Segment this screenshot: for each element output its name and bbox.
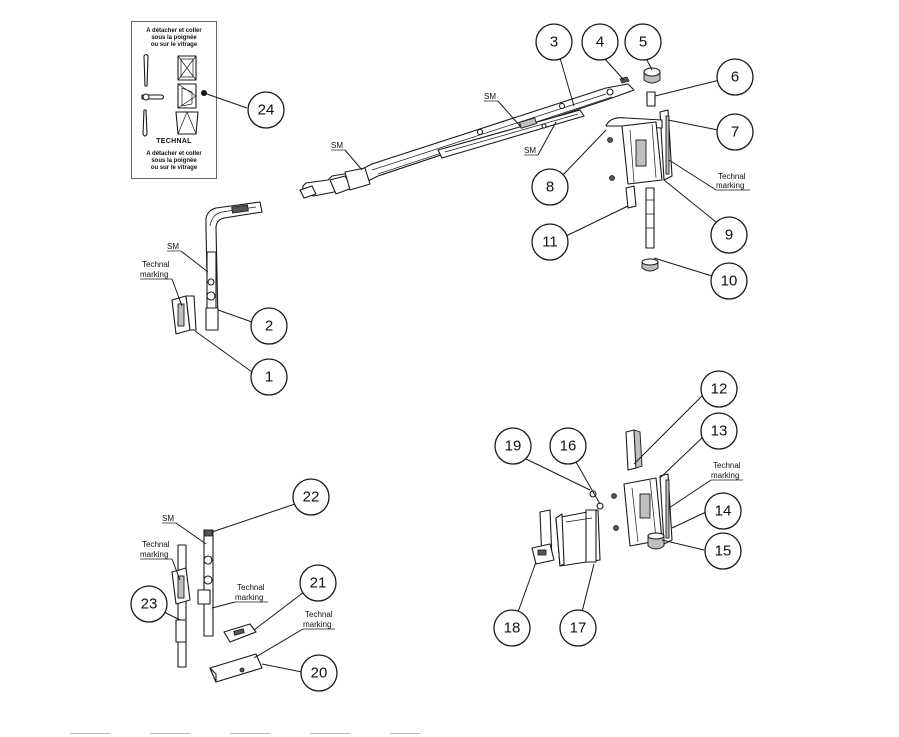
svg-text:12: 12: [711, 381, 728, 398]
callout-23: 23: [130, 585, 168, 623]
bottom-dash-3: [230, 733, 270, 734]
callout-7: 7: [716, 113, 754, 151]
hinge-pin-10: [645, 187, 655, 249]
technal-tag-top-right: Technal: [718, 172, 746, 181]
svg-text:13: 13: [711, 423, 728, 440]
callout-6: 6: [716, 58, 754, 96]
label-top-line-1: A détacher et coller: [146, 28, 202, 34]
marking-tag-lock-right: marking: [303, 620, 331, 629]
svg-text:15: 15: [715, 543, 732, 560]
callout-5: 5: [624, 23, 662, 61]
callout-3: 3: [535, 23, 573, 61]
svg-text:21: 21: [310, 575, 327, 592]
svg-text:14: 14: [715, 503, 732, 520]
handle-vertical-icon: [143, 53, 149, 87]
stay-arm-assembly: [299, 83, 635, 199]
label-card-icons: [141, 53, 199, 137]
svg-text:5: 5: [639, 34, 647, 51]
callout-22: 22: [292, 478, 330, 516]
callout-20: 20: [300, 654, 338, 692]
callout-15: 15: [704, 532, 742, 570]
callout-1: 1: [250, 358, 288, 396]
bottom-dash-5: [390, 733, 420, 734]
marking-tag-lock-left: marking: [140, 550, 168, 559]
technal-tag-lock-right: Technal: [305, 610, 333, 619]
svg-text:17: 17: [570, 620, 587, 637]
corner-drive-assembly: [171, 201, 263, 335]
bushing-6: [646, 91, 656, 107]
svg-text:10: 10: [721, 273, 738, 290]
callout-bubbles: 1 2 3 4 5 6 7 8 9 10 11 12 13 14 15 16 1…: [130, 23, 754, 692]
svg-text:3: 3: [550, 34, 558, 51]
callout-4: 4: [581, 23, 619, 61]
svg-text:24: 24: [258, 102, 275, 119]
label-bottom-line-2: sous la poignée: [151, 158, 197, 164]
svg-text:23: 23: [141, 596, 158, 613]
lock-bar-23: [177, 544, 187, 668]
label-bottom-line-3: ou sur le vitrage: [150, 165, 198, 171]
marking-tag-top-right: marking: [716, 181, 744, 190]
label-bottom-line-1: A détacher et coller: [146, 151, 202, 157]
callout-9: 9: [710, 216, 748, 254]
technal-tag-corner: Technal: [142, 260, 170, 269]
callout-21: 21: [299, 564, 337, 602]
sm-tag-arm-bottom: SM: [524, 146, 536, 155]
bottom-dash-2: [150, 733, 190, 734]
svg-text:6: 6: [731, 69, 739, 86]
marking-tag-corner: marking: [140, 270, 168, 279]
plate-11: [625, 185, 637, 209]
callout-2: 2: [250, 307, 288, 345]
marking-tag-bottom-right: marking: [711, 471, 739, 480]
sm-tag-arm-left: SM: [331, 141, 343, 150]
handle-pivot-icon: [142, 93, 150, 101]
callout-16: 16: [549, 427, 587, 465]
label-top-line-3: ou sur le vitrage: [150, 42, 198, 48]
bottom-dash-4: [310, 733, 350, 734]
window-turn-icon: [177, 83, 197, 109]
technal-tag-bottom-right: Technal: [713, 461, 741, 470]
callout-11: 11: [531, 223, 569, 261]
sm-tag-arm-top: SM: [484, 92, 496, 101]
svg-text:11: 11: [542, 234, 558, 251]
bottom-hinge-assembly: [531, 429, 673, 567]
svg-text:16: 16: [560, 438, 577, 455]
marking-tag-lock-mid: marking: [235, 593, 263, 602]
callout-19: 19: [494, 427, 532, 465]
callout-10: 10: [710, 262, 748, 300]
label-brand-logo: TECHNAL: [156, 138, 192, 145]
lock-keep-assembly: [171, 529, 263, 683]
callout-8: 8: [531, 168, 569, 206]
handle-down-icon: [142, 109, 148, 137]
technal-tag-lock-mid: Technal: [237, 583, 265, 592]
bottom-dash-1: [70, 733, 110, 734]
sm-tag-lock: SM: [162, 514, 174, 523]
svg-text:8: 8: [546, 179, 554, 196]
screw-4: [619, 76, 630, 84]
callout-14: 14: [704, 492, 742, 530]
label-top-line-2: sous la poignée: [151, 35, 197, 41]
svg-text:4: 4: [596, 34, 604, 51]
callout-18: 18: [493, 609, 531, 647]
svg-text:1: 1: [265, 369, 273, 386]
callout-13: 13: [700, 412, 738, 450]
callout-24: 24: [247, 91, 285, 129]
stay-arm-slider: [437, 109, 585, 159]
svg-text:9: 9: [725, 227, 733, 244]
svg-text:19: 19: [505, 438, 522, 455]
svg-text:2: 2: [265, 318, 273, 335]
svg-text:18: 18: [504, 620, 521, 637]
sm-tag-corner: SM: [167, 242, 179, 251]
callout-12: 12: [700, 370, 738, 408]
svg-text:22: 22: [303, 489, 320, 506]
top-hinge-assembly: [605, 67, 673, 272]
technal-tag-lock-left: Technal: [142, 540, 170, 549]
svg-text:7: 7: [731, 124, 739, 141]
callout-17: 17: [559, 609, 597, 647]
svg-text:20: 20: [311, 665, 328, 682]
callout-leaders: [163, 57, 721, 673]
